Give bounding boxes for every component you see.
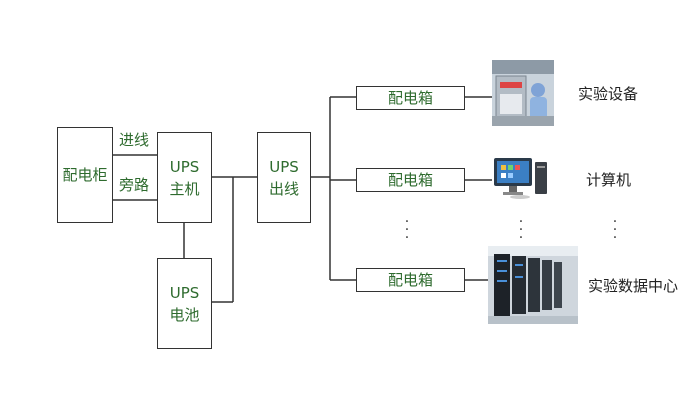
lab-equipment-image: [492, 60, 554, 126]
distribution-cabinet: 配电柜: [57, 127, 113, 223]
ellipsis-2: ···: [518, 214, 524, 246]
ups-host: UPS 主机: [157, 132, 212, 223]
distribution-box-1-label: 配电箱: [387, 89, 433, 107]
distribution-box-3-label: 配电箱: [387, 271, 433, 289]
ellipsis-3: ···: [612, 214, 618, 246]
distribution-box-3: 配电箱: [356, 268, 465, 292]
ups-battery-line1: UPS: [169, 283, 200, 302]
distribution-cabinet-label: 配电柜: [62, 166, 108, 184]
ups-battery: UPS 电池: [157, 258, 212, 349]
ellipsis-1: ···: [404, 214, 410, 246]
destination-computer: 计算机: [586, 171, 632, 189]
data-center-image: [488, 246, 578, 324]
ups-output-line2: 出线: [268, 179, 299, 198]
ups-battery-line2: 电池: [169, 305, 200, 324]
computer-image: [492, 156, 552, 200]
incoming-line-label: 进线: [119, 131, 150, 149]
distribution-box-1: 配电箱: [356, 86, 465, 110]
ups-output: UPS 出线: [257, 132, 311, 223]
ups-host-line1: UPS: [169, 157, 200, 176]
distribution-box-2-label: 配电箱: [387, 171, 433, 189]
ups-host-line2: 主机: [169, 179, 200, 198]
destination-lab-equipment: 实验设备: [578, 85, 639, 103]
ups-output-line1: UPS: [269, 157, 299, 176]
bypass-label: 旁路: [119, 176, 150, 194]
distribution-box-2: 配电箱: [356, 168, 465, 192]
destination-data-center: 实验数据中心: [588, 277, 679, 295]
